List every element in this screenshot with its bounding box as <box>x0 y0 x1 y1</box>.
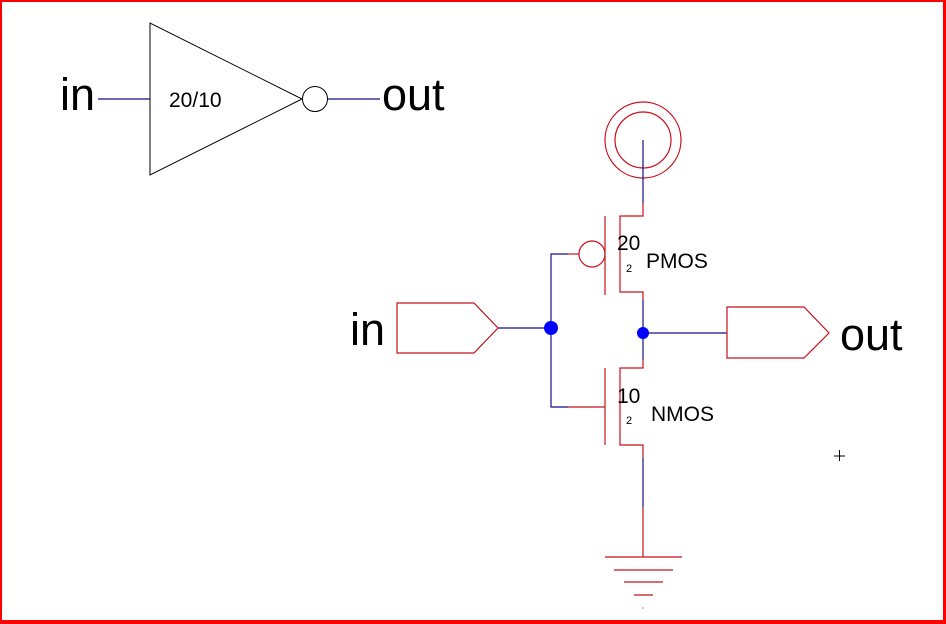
output-pin-icon <box>726 306 830 359</box>
pmos-channel <box>619 203 644 300</box>
nmos-width-label: 10 <box>617 385 640 408</box>
nmos-length-label: 2 <box>626 415 632 427</box>
output-junction-dot <box>637 327 649 339</box>
pmos-bubble-icon <box>578 240 606 268</box>
input-junction-dot <box>544 321 558 335</box>
pmos-length-label: 2 <box>626 263 632 275</box>
nmos-transistor[interactable]: 10 2 NMOS <box>568 360 714 458</box>
inverter-triangle-icon <box>149 22 304 176</box>
nmos-channel <box>619 360 644 458</box>
pmos-width-label: 20 <box>617 232 640 255</box>
inverter-bubble-icon <box>302 86 328 112</box>
inverter-symbol[interactable]: in 20/10 out <box>60 22 445 176</box>
input-pin[interactable]: in <box>350 302 499 355</box>
nmos-type-label: NMOS <box>651 403 714 426</box>
inverter-input-label: in <box>60 69 95 120</box>
pmos-type-label: PMOS <box>646 250 708 273</box>
output-pin-label: out <box>840 309 903 360</box>
crosshair-icon <box>834 450 845 461</box>
pmos-transistor[interactable]: 20 2 PMOS <box>568 203 708 300</box>
input-pin-label: in <box>350 304 385 355</box>
inverter-size-label: 20/10 <box>169 89 222 112</box>
input-pin-icon <box>396 302 499 354</box>
ground-icon[interactable] <box>605 556 682 609</box>
output-pin[interactable]: out <box>726 306 903 360</box>
inverter-output-label: out <box>382 69 445 120</box>
